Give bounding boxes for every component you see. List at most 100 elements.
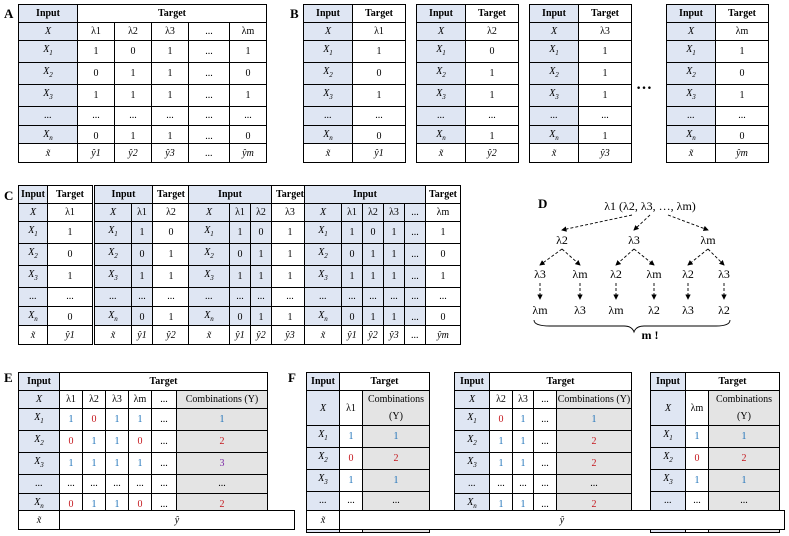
label-cell: λm bbox=[128, 390, 152, 409]
value-cell: 1 bbox=[250, 243, 272, 266]
value-cell: ... bbox=[512, 474, 534, 494]
label-cell: λ3 bbox=[151, 22, 189, 41]
table-row: .................. bbox=[304, 287, 461, 307]
row-label: X1 bbox=[454, 408, 490, 431]
tree-edge bbox=[633, 248, 655, 266]
tree-level2-node: λ2 bbox=[610, 267, 622, 281]
tree-level2-node: λ2 bbox=[682, 267, 694, 281]
prediction-cell: ŷ1 bbox=[374, 147, 384, 159]
row-label: ... bbox=[306, 491, 340, 511]
value-cell: 1 bbox=[489, 452, 513, 475]
row-label: X1 bbox=[18, 40, 78, 63]
value-cell: 1 bbox=[151, 84, 189, 107]
value-cell: ... bbox=[114, 106, 152, 126]
combination-cell: 1 bbox=[176, 408, 268, 431]
input-header: Input bbox=[188, 185, 272, 204]
target-header: Target bbox=[152, 185, 190, 204]
table-row: ......... bbox=[94, 287, 190, 307]
prediction-cell: ŷ2 bbox=[166, 329, 176, 341]
tree-level3-node: λm bbox=[608, 303, 624, 317]
x-tilde-cell: x̃ bbox=[417, 144, 466, 162]
row-label: X2 bbox=[304, 243, 342, 266]
label-cell: λ3 bbox=[512, 390, 534, 409]
row-label: X1 bbox=[529, 40, 579, 63]
value-cell: ... bbox=[533, 452, 557, 475]
prediction-cell: ŷ1 bbox=[78, 144, 115, 162]
value-cell: 1 bbox=[685, 425, 709, 448]
label-cell: λ1 bbox=[229, 203, 251, 222]
row-label: ... bbox=[454, 474, 490, 494]
value-cell: ... bbox=[105, 474, 129, 494]
value-cell: 0 bbox=[59, 430, 83, 453]
row-label: X1 bbox=[18, 221, 48, 244]
tree-level1-node: λm bbox=[700, 233, 716, 247]
row-label: Xn bbox=[188, 306, 230, 329]
input-header: Input bbox=[529, 4, 579, 23]
row-label: X1 bbox=[94, 221, 132, 244]
row-label: X1 bbox=[303, 40, 353, 63]
value-cell: ... bbox=[404, 287, 426, 307]
row-label: X2 bbox=[303, 62, 353, 85]
row-label: X2 bbox=[666, 62, 716, 85]
row-label: X3 bbox=[188, 265, 230, 288]
table-row: ......... bbox=[306, 491, 430, 511]
x-label: X bbox=[18, 390, 60, 409]
value-cell: ... bbox=[533, 474, 557, 494]
row-label: X1 bbox=[666, 40, 716, 63]
row-label: X3 bbox=[416, 84, 466, 107]
value-cell: ... bbox=[404, 265, 426, 288]
value-cell: 1 bbox=[512, 430, 534, 453]
tree-root-node: λ1 (λ2, λ3, …, λm) bbox=[604, 199, 696, 213]
value-cell: 1 bbox=[425, 265, 461, 288]
x-tilde-cell: x̃ bbox=[304, 144, 353, 162]
value-cell: ... bbox=[59, 474, 83, 494]
value-cell: ... bbox=[188, 62, 230, 85]
value-cell: ... bbox=[465, 106, 519, 126]
panel-letter-d: D bbox=[538, 196, 548, 211]
x-tilde-cell: x̃ bbox=[307, 511, 340, 529]
label-cell: λ1 bbox=[341, 203, 363, 222]
value-cell: 0 bbox=[715, 62, 769, 85]
label-cell: λ3 bbox=[271, 203, 309, 222]
target-header: Target bbox=[425, 185, 461, 204]
value-cell: 1 bbox=[383, 243, 405, 266]
label-cell: λm bbox=[715, 22, 769, 41]
row-label: Xn bbox=[18, 306, 48, 329]
x-label: X bbox=[454, 390, 490, 409]
value-cell: 0 bbox=[114, 40, 152, 63]
label-cell: λm bbox=[685, 390, 709, 426]
combination-cell: 2 bbox=[362, 447, 430, 470]
table-row: ...... bbox=[529, 106, 632, 126]
value-cell: ... bbox=[151, 430, 177, 453]
tree-level2-node: λm bbox=[646, 267, 662, 281]
row-label: X2 bbox=[650, 447, 686, 470]
value-cell: ... bbox=[341, 287, 363, 307]
value-cell: 0 bbox=[341, 306, 363, 329]
value-cell: 1 bbox=[229, 84, 267, 107]
combination-cell: 2 bbox=[708, 447, 780, 470]
combination-cell: 1 bbox=[362, 425, 430, 448]
label-cell: λ2 bbox=[489, 390, 513, 409]
prediction-row-b-2: x̃ŷ2 bbox=[416, 143, 519, 163]
combination-cell: 2 bbox=[556, 452, 632, 475]
label-cell: λ2 bbox=[362, 203, 384, 222]
tree-level3-node: λ2 bbox=[648, 303, 660, 317]
x-label: X bbox=[18, 22, 78, 41]
value-cell: 1 bbox=[383, 221, 405, 244]
value-cell: 0 bbox=[362, 221, 384, 244]
row-label: X3 bbox=[303, 84, 353, 107]
x-label: X bbox=[650, 390, 686, 426]
prediction-cell: ŷ1 bbox=[230, 326, 251, 344]
